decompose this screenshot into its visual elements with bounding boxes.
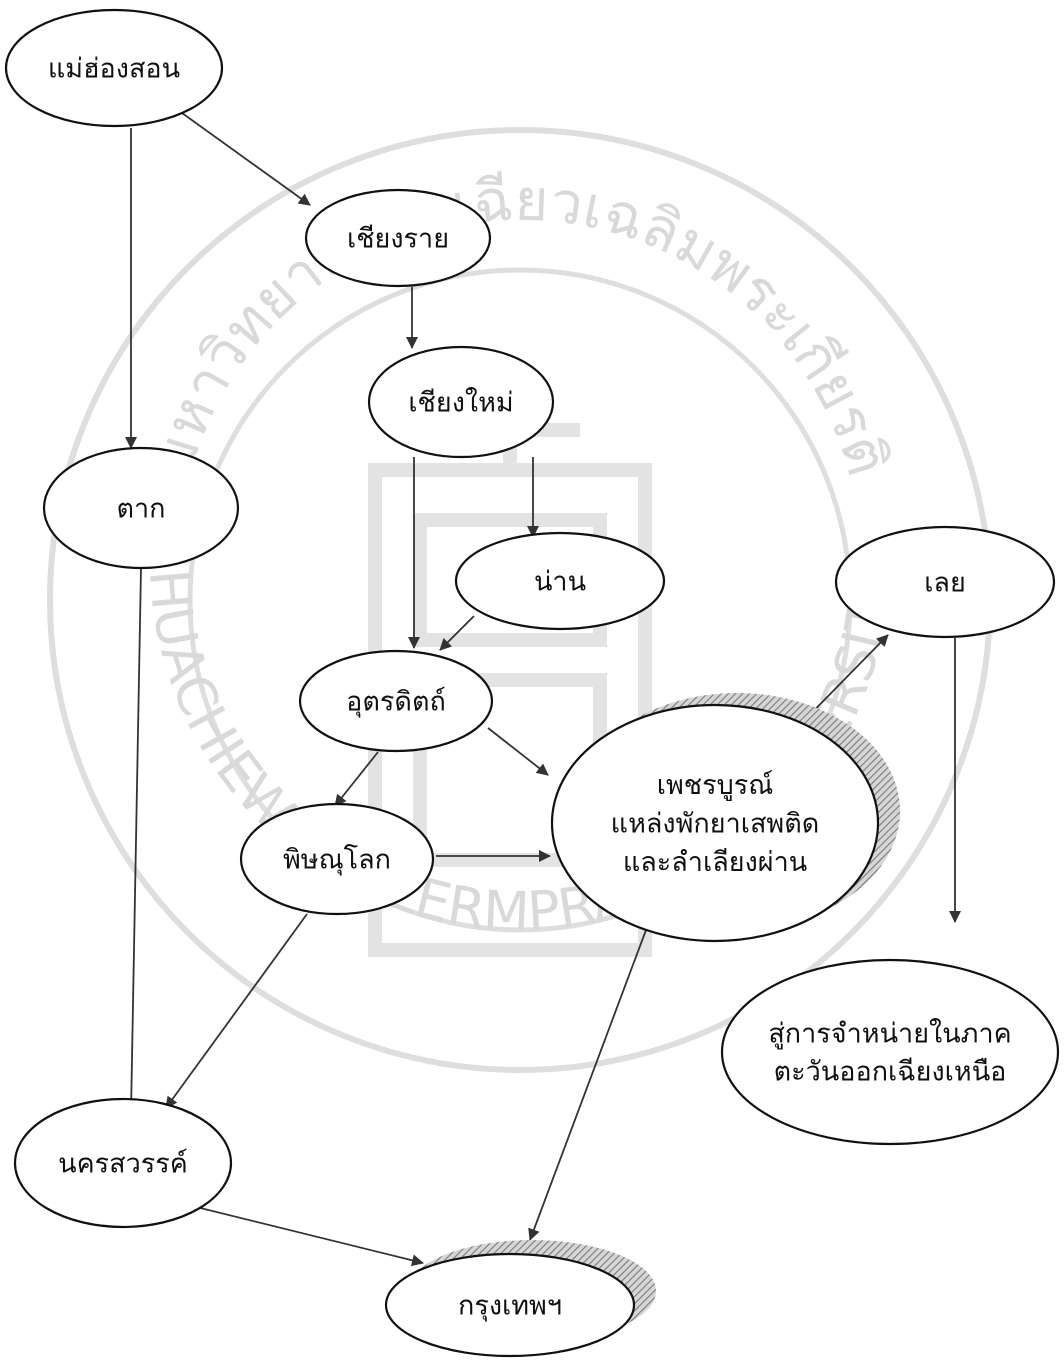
node-nan: น่าน <box>454 531 666 631</box>
arrow-tak-to-nakhonsawan <box>125 567 142 1114</box>
node-label: เชียงราย <box>347 223 449 254</box>
node-ellipse <box>42 446 240 570</box>
arrow-uttaradit-to-phitsanulok <box>334 751 379 807</box>
node-ellipse <box>384 1252 636 1358</box>
node-ellipse <box>13 1097 233 1229</box>
node-label: นครสวรรค์ <box>58 1147 188 1179</box>
node-ellipse <box>239 802 435 916</box>
arrow-uttaradit-to-phetchabun <box>487 727 549 776</box>
node-loei: เลย <box>834 525 1056 639</box>
arrow-phetchabun-to-bangkok <box>528 929 647 1241</box>
node-label: พิษณุโลก <box>283 844 391 876</box>
node-ellipse <box>720 958 1060 1146</box>
node-uttaradit: อุตรดิตถ์ <box>298 649 494 753</box>
node-maehongson: แม่ฮ่องสอน <box>4 8 224 128</box>
node-phitsanulok: พิษณุโลก <box>239 802 435 916</box>
node-label: ตะวันออกเฉียงเหนือ <box>774 1057 1007 1088</box>
node-label: อุตรดิตถ์ <box>346 685 446 718</box>
node-label: แม่ฮ่องสอน <box>48 53 180 84</box>
node-label: เพชรบูรณ์ <box>657 769 774 801</box>
arrow-nan-to-uttaradit <box>439 615 475 651</box>
node-label: เลย <box>924 567 966 598</box>
node-label: และลำเลียงผ่าน <box>623 847 807 878</box>
edges-layer <box>125 112 961 1267</box>
node-ellipse <box>550 703 880 943</box>
node-tak: ตาก <box>42 446 240 570</box>
arrow-nakhonsawan-to-bangkok <box>171 1200 424 1267</box>
node-ellipse <box>367 345 555 459</box>
arrow-maehongson-to-chiangrai <box>181 112 311 206</box>
node-bangkok: กรุงเทพฯ <box>384 1240 656 1358</box>
node-label: น่าน <box>534 566 586 597</box>
node-label: เชียงใหม่ <box>408 386 513 418</box>
node-label: สู่การจำหน่ายในภาค <box>768 1017 1011 1049</box>
arrow-phitsanulok-to-nakhonsawan <box>165 913 308 1109</box>
node-nakhonsawan: นครสวรรค์ <box>13 1097 233 1229</box>
node-ellipse <box>4 8 224 128</box>
node-ellipse <box>298 649 494 753</box>
node-ellipse <box>454 531 666 631</box>
node-label: ตาก <box>116 493 165 524</box>
node-label: กรุงเทพฯ <box>458 1290 562 1322</box>
node-chiangmai: เชียงใหม่ <box>367 345 555 459</box>
node-ellipse <box>304 188 492 288</box>
node-label: แหล่งพักยาเสพติด <box>611 808 820 839</box>
node-chiangrai: เชียงราย <box>304 188 492 288</box>
node-ellipse <box>834 525 1056 639</box>
